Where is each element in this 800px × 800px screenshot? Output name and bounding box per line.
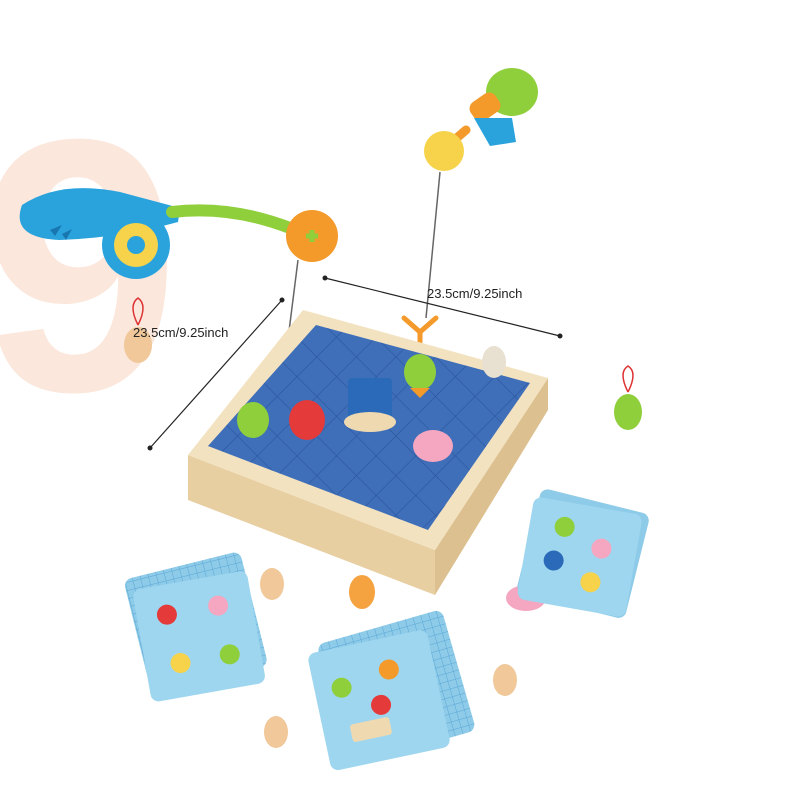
dimension-label-top: 23.5cm/9.25inch bbox=[427, 286, 523, 301]
fishing-rod-right bbox=[401, 68, 538, 345]
picture-cards bbox=[125, 489, 649, 771]
dimension-lines bbox=[147, 275, 563, 451]
fishing-rod-left bbox=[19, 188, 338, 385]
dimension-label-left: 23.5cm/9.25inch bbox=[133, 325, 229, 340]
loose-fish bbox=[124, 297, 642, 748]
board-fish bbox=[237, 346, 506, 462]
